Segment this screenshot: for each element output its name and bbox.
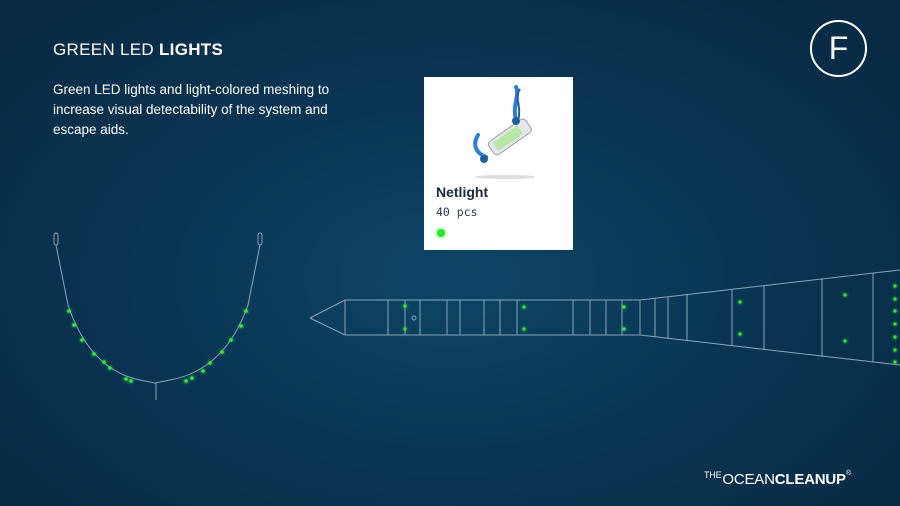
retention-zone — [309, 269, 900, 366]
barrier-curve — [55, 244, 261, 384]
brand-reg: ® — [845, 470, 851, 477]
product-card: Netlight 40 pcs — [424, 77, 573, 250]
netlight-icon — [473, 85, 534, 179]
retention-leds — [403, 284, 897, 364]
product-name: Netlight — [436, 184, 489, 200]
barrier-leds — [67, 309, 248, 383]
brand-cleanup: CLEANUP — [774, 471, 846, 488]
description-text: Green LED lights and light-colored meshi… — [53, 82, 330, 137]
retention-outline — [309, 269, 900, 366]
brand-the: THE — [704, 470, 722, 480]
title-prefix: GREEN LED — [53, 40, 159, 59]
brand-logo: THEOCEANCLEANUP® — [704, 470, 851, 488]
led-indicator-dot — [437, 229, 445, 237]
product-count: 40 pcs — [436, 205, 478, 219]
section-badge: F — [810, 20, 867, 77]
brand-ocean: OCEAN — [722, 471, 775, 488]
badge-letter: F — [828, 30, 849, 66]
barrier-u-shape — [53, 232, 263, 400]
title-bold: LIGHTS — [158, 40, 224, 59]
right-buoy — [257, 232, 263, 246]
page-title: GREEN LED LIGHTS — [53, 40, 223, 60]
left-buoy — [53, 232, 59, 246]
